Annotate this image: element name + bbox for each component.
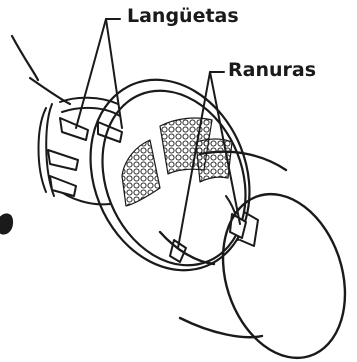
callout-label-tabs: Langüetas — [127, 7, 239, 26]
mesh-panels — [122, 118, 232, 206]
tab-left-middle — [48, 150, 78, 170]
callout-label-slots: Ranuras — [228, 61, 316, 80]
callout-tabs-leaders — [76, 19, 122, 128]
tab-left-upper — [60, 118, 88, 140]
handle-body — [0, 36, 70, 234]
cage-flange — [63, 56, 277, 295]
